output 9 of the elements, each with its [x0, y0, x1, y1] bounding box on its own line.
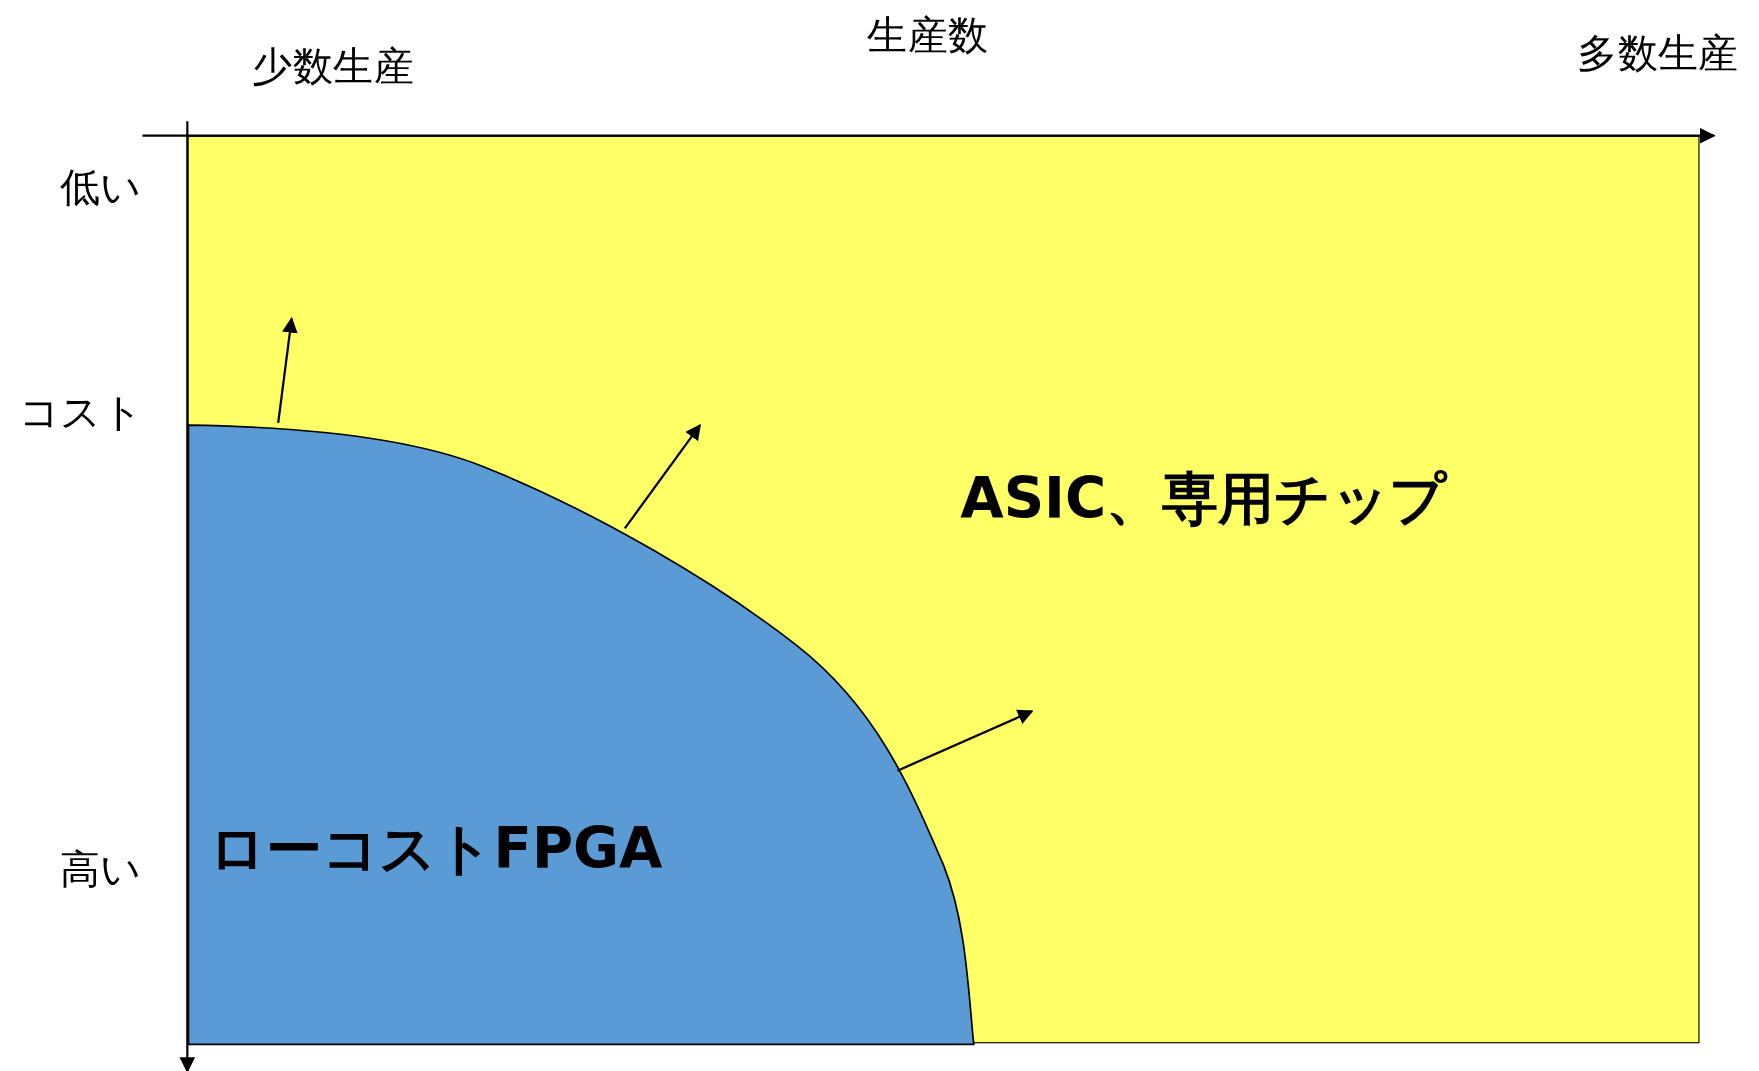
region-label: ASIC、専用チップ: [960, 465, 1446, 534]
axis-label: 低い: [60, 163, 142, 213]
axis-label: 高い: [60, 845, 142, 895]
axis-label: コスト: [18, 387, 144, 437]
axis-label: 多数生産: [1577, 28, 1739, 78]
axis-label: 生産数: [867, 10, 989, 60]
region-area: [187, 135, 1700, 1044]
region-label: ローコストFPGA: [208, 815, 663, 884]
axis-label: 少数生産: [252, 42, 414, 92]
